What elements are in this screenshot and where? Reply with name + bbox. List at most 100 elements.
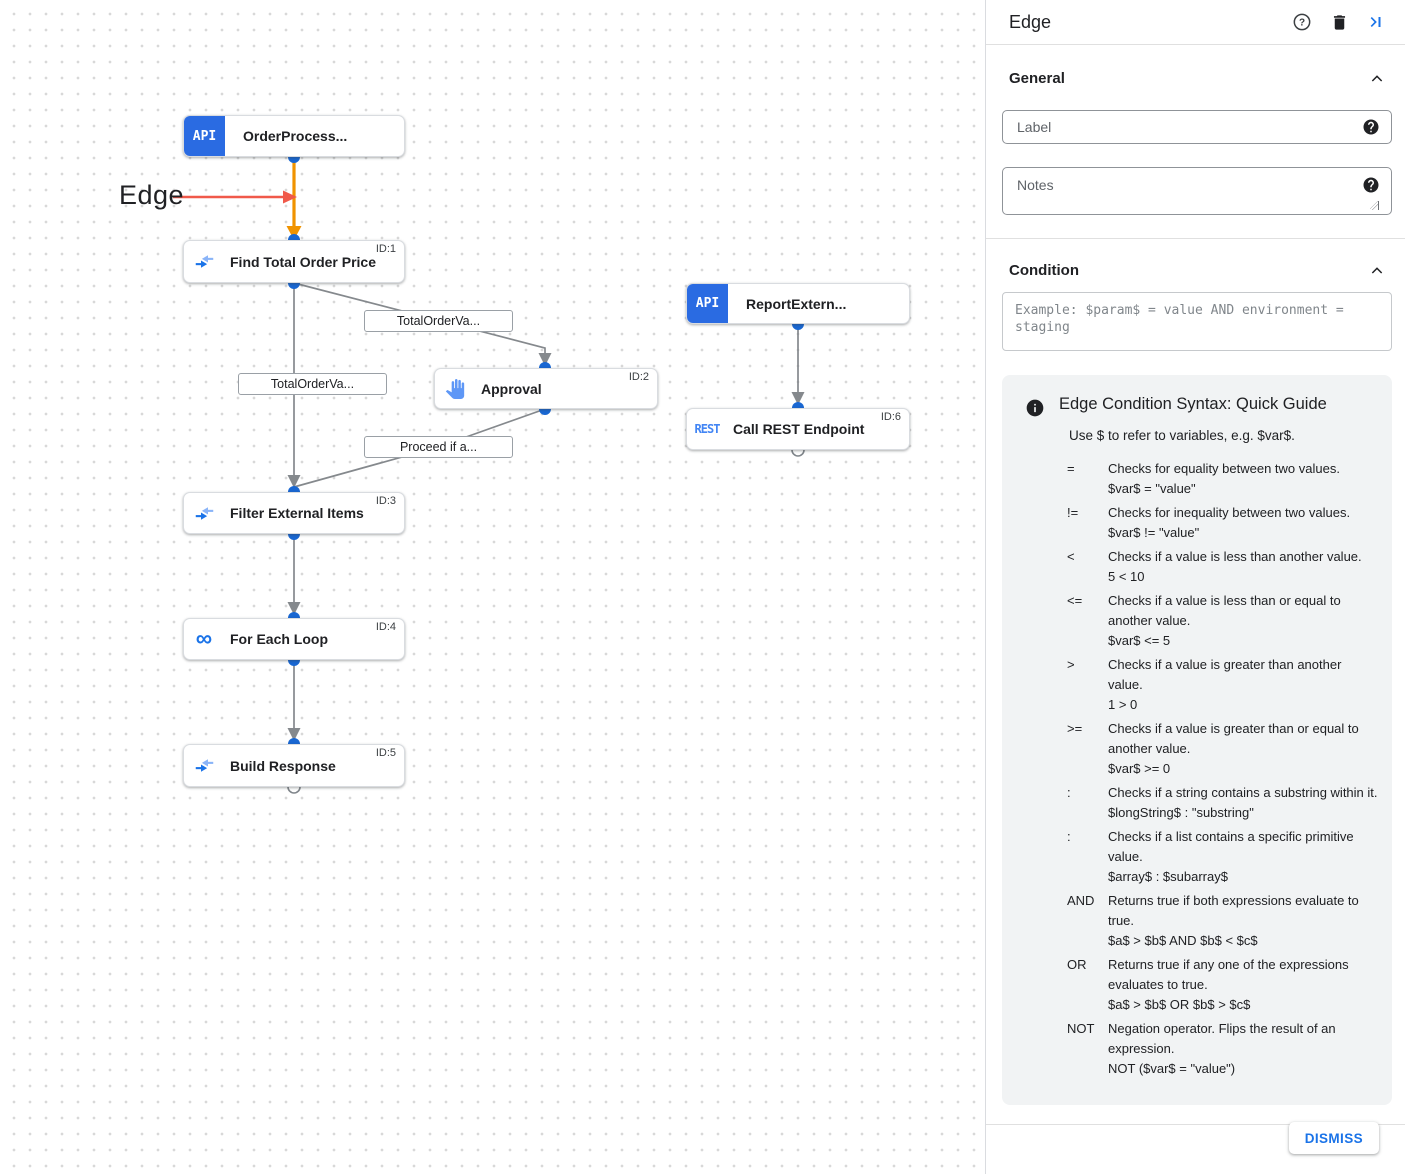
label-input[interactable]: [1003, 119, 1362, 135]
guide-row: < Checks if a value is less than another …: [1067, 547, 1378, 587]
workflow-canvas[interactable]: API OrderProcess... Find Total Order Pri…: [0, 0, 985, 1174]
guide-row: >= Checks if a value is greater than or e…: [1067, 719, 1378, 779]
guide-description: Checks if a value is less than another v…: [1108, 549, 1362, 584]
guide-operator: =: [1067, 461, 1075, 476]
footer-divider: [986, 1124, 1405, 1125]
edge-foreach-to-build[interactable]: [287, 660, 301, 741]
notes-input[interactable]: [1003, 168, 1362, 214]
data-mapping-icon: [184, 251, 224, 272]
section-condition-label: Condition: [1009, 262, 1079, 279]
guide-operator: <: [1067, 549, 1075, 564]
guide-description: Returns true if both expressions evaluat…: [1108, 893, 1359, 948]
node-label: For Each Loop: [230, 631, 328, 647]
condition-input[interactable]: Example: $param$ = value AND environment…: [1002, 292, 1392, 351]
notes-help-icon[interactable]: [1362, 176, 1380, 194]
edge-condition-guide: Edge Condition Syntax: Quick Guide Use $…: [1002, 375, 1392, 1105]
node-id: ID:2: [628, 371, 649, 383]
section-divider: [986, 238, 1405, 239]
guide-description: Negation operator. Flips the result of a…: [1108, 1021, 1336, 1076]
guide-description: Checks if a list contains a specific pri…: [1108, 829, 1354, 884]
guide-row: NOT Negation operator. Flips the result o…: [1067, 1019, 1378, 1079]
guide-description: Checks if a value is greater than or equ…: [1108, 721, 1359, 776]
panel-title: Edge: [1009, 11, 1052, 32]
section-general[interactable]: General: [1009, 70, 1385, 87]
guide-operator: :: [1067, 785, 1071, 800]
guide-row: > Checks if a value is greater than anoth…: [1067, 655, 1378, 715]
node-label: Approval: [481, 380, 542, 397]
guide-rows: = Checks for equality between two values.…: [1067, 459, 1378, 1079]
node-approval[interactable]: Approval ID:2: [434, 368, 658, 409]
guide-operator: <=: [1067, 593, 1083, 608]
label-help-icon[interactable]: [1362, 118, 1380, 136]
textarea-resize-handle[interactable]: [1370, 201, 1379, 210]
guide-row: != Checks for inequality between two valu…: [1067, 503, 1378, 543]
edge-label-from-approval[interactable]: Proceed if a...: [364, 436, 513, 458]
help-icon[interactable]: ?: [1291, 11, 1313, 33]
loop-infinity-icon: ∞: [195, 624, 213, 651]
node-id: ID:4: [375, 621, 396, 633]
guide-description: Checks if a value is greater than anothe…: [1108, 657, 1342, 712]
data-mapping-icon: [184, 503, 224, 524]
notes-field-wrap: [1002, 167, 1392, 215]
guide-row: : Checks if a string contains a substring…: [1067, 783, 1378, 823]
guide-description: Checks if a value is less than or equal …: [1108, 593, 1341, 648]
chevron-up-icon[interactable]: [1369, 71, 1385, 87]
guide-row: <= Checks if a value is less than or equa…: [1067, 591, 1378, 651]
guide-row: OR Returns true if any one of the express…: [1067, 955, 1378, 1015]
node-report-extern[interactable]: API ReportExtern...: [686, 283, 910, 324]
info-icon: [1025, 398, 1045, 418]
edges-layer: [173, 151, 805, 794]
guide-intro: Use $ to refer to variables, e.g. $var$.: [1069, 428, 1295, 443]
annotation-arrow: [173, 190, 297, 204]
dismiss-button[interactable]: DISMISS: [1288, 1122, 1379, 1154]
rest-icon: REST: [694, 422, 721, 436]
guide-operator: !=: [1067, 505, 1079, 520]
api-trigger-badge: API: [184, 116, 225, 156]
node-label: Call REST Endpoint: [733, 421, 865, 437]
node-id: ID:1: [375, 243, 396, 255]
data-mapping-icon: [184, 755, 224, 776]
guide-description: Checks for equality between two values.$…: [1108, 461, 1340, 496]
node-build-response[interactable]: Build Response ID:5: [183, 744, 405, 787]
node-label: Filter External Items: [230, 505, 364, 521]
guide-operator: AND: [1067, 893, 1095, 908]
edge-findtotal-to-approval[interactable]: [293, 282, 552, 366]
node-filter-external-items[interactable]: Filter External Items ID:3: [183, 492, 405, 534]
node-id: ID:6: [880, 411, 901, 423]
guide-description: Checks if a string contains a substring …: [1108, 785, 1378, 820]
guide-description: Returns true if any one of the expressio…: [1108, 957, 1349, 1012]
node-label: ReportExtern...: [746, 295, 847, 312]
edge-annotation-label: Edge: [119, 180, 185, 210]
edge-label-to-approval[interactable]: TotalOrderVa...: [364, 310, 513, 332]
guide-operator: NOT: [1067, 1021, 1095, 1036]
guide-row: AND Returns true if both expressions eval…: [1067, 891, 1378, 951]
node-label: Find Total Order Price: [230, 253, 376, 270]
edge-config-panel: Edge ? General: [985, 0, 1405, 1174]
node-label: OrderProcess...: [243, 128, 348, 144]
guide-row: :Checks if a list contains a specific pr…: [1067, 827, 1378, 887]
chevron-up-icon[interactable]: [1369, 263, 1385, 279]
node-label: Build Response: [230, 757, 336, 774]
node-order-process[interactable]: API OrderProcess...: [183, 115, 405, 157]
node-call-rest-endpoint[interactable]: REST Call REST Endpoint ID:6: [686, 408, 910, 450]
guide-row: = Checks for equality between two values.…: [1067, 459, 1378, 499]
approval-hand-icon: [435, 378, 475, 399]
edge-report-to-rest[interactable]: [791, 324, 805, 405]
guide-title: Edge Condition Syntax: Quick Guide: [1059, 395, 1327, 413]
delete-icon[interactable]: [1328, 11, 1350, 33]
edge-selected[interactable]: [286, 157, 302, 240]
label-field-wrap: [1002, 110, 1392, 144]
guide-operator: >=: [1067, 721, 1083, 736]
svg-text:?: ?: [1299, 17, 1305, 28]
section-condition[interactable]: Condition: [1009, 262, 1385, 279]
collapse-panel-icon[interactable]: [1365, 11, 1387, 33]
section-general-label: General: [1009, 70, 1065, 87]
guide-operator: OR: [1067, 957, 1087, 972]
guide-description: Checks for inequality between two values…: [1108, 505, 1351, 540]
guide-operator: >: [1067, 657, 1075, 672]
edge-filter-to-foreach[interactable]: [287, 534, 301, 615]
node-id: ID:3: [375, 495, 396, 507]
node-find-total-order-price[interactable]: Find Total Order Price ID:1: [183, 240, 405, 283]
edge-label-to-filter[interactable]: TotalOrderVa...: [238, 373, 387, 395]
node-for-each-loop[interactable]: ∞ For Each Loop ID:4: [183, 618, 405, 660]
